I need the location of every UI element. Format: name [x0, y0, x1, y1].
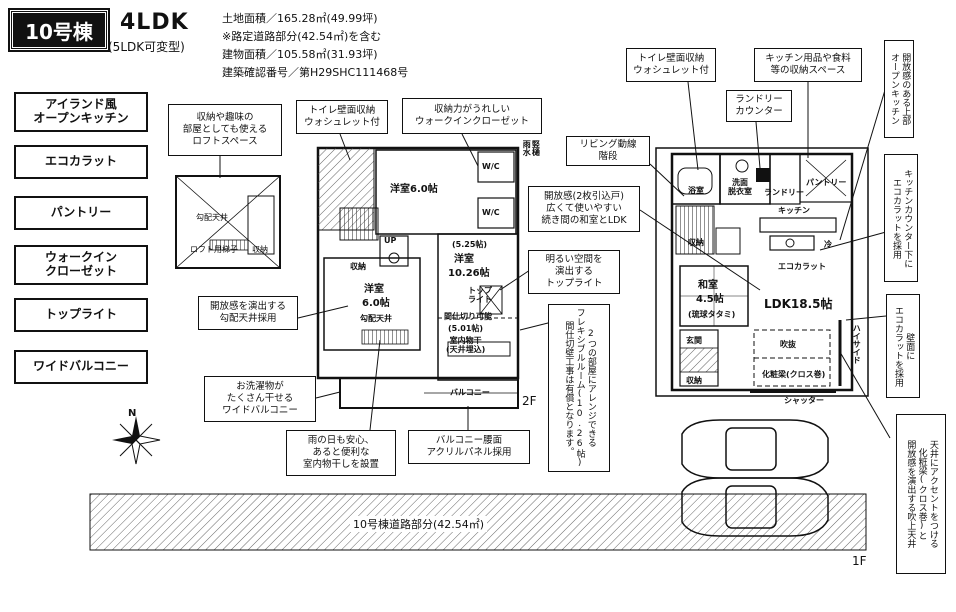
- wic-b-label: W/C: [482, 208, 500, 217]
- loft-hatch-label: ロフト用梯子: [190, 245, 238, 254]
- western-room-a-label: 洋室6.0帖: [390, 184, 438, 195]
- laundry-label: ランドリー: [764, 188, 804, 197]
- callout-open-washitsu: 開放感(2枚引込戸) 広くて使いやすい 続き間の和室とLDK: [528, 186, 640, 232]
- callout-balcony: お洗濯物が たくさん干せる ワイドバルコニー: [204, 376, 316, 422]
- callout-ceiling: 開放感を演出する 勾配天井採用: [198, 296, 298, 330]
- feature-walkin-closet: ウォークイン クローゼット: [14, 245, 148, 285]
- balcony-label: バルコニー: [450, 388, 490, 397]
- floor1-label: 1F: [852, 554, 867, 568]
- drain-label: 竪樋 雨水: [522, 140, 541, 156]
- eco-label-1f: エコカラット: [778, 262, 826, 271]
- callout-balcony-panel: バルコニー腰面 アクリルパネル採用: [408, 430, 530, 464]
- floor2-label: 2F: [522, 394, 537, 408]
- western-room-b-name: 洋室: [364, 284, 384, 295]
- indoor-dryer-label: 室内物干 (天井埋込): [446, 336, 486, 355]
- washitsu-sub: (琉球タタミ): [688, 310, 736, 319]
- callout-wic: 収納力がうれしい ウォークインクローゼット: [402, 98, 542, 134]
- bath-label: 浴室: [688, 186, 704, 195]
- callout-wall-eco: 壁面に エコカラットを採用: [886, 294, 920, 398]
- setback-label: 10号棟道路部分(42.54㎡): [350, 516, 488, 532]
- western-room-c-name: 洋室: [454, 254, 474, 265]
- stairs-up-label: UP: [384, 236, 397, 245]
- callout-living-stairs: リビング動線 階段: [566, 136, 650, 166]
- western-room-b-size: 6.0帖: [362, 298, 390, 309]
- western-room-b-ceiling: 勾配天井: [360, 314, 392, 323]
- washitsu-name: 和室: [698, 280, 718, 291]
- pantry-label: パントリー: [806, 178, 847, 187]
- land-area: 土地面積／165.28㎡(49.99坪): [222, 12, 378, 25]
- compass-north-label: N: [128, 408, 137, 419]
- floor2-plan: [316, 146, 520, 409]
- wic-a-label: W/C: [482, 162, 500, 171]
- leader-lines: [219, 79, 891, 439]
- feature-pantry: パントリー: [14, 196, 148, 230]
- feature-island-kitchen: アイランド風 オープンキッチン: [14, 92, 148, 132]
- fukinuke-label: 吹抜: [780, 340, 796, 349]
- compass-rose: [112, 416, 161, 465]
- callout-toilet-1f: トイレ壁面収納 ウォシュレット付: [626, 48, 716, 82]
- western-room-c-alt: (5.25帖): [452, 240, 488, 249]
- feature-ecocarat: エコカラット: [14, 145, 148, 179]
- partition-label: 間仕切り可能: [444, 312, 492, 321]
- callout-toilet-2f: トイレ壁面収納 ウォシュレット付: [296, 100, 388, 134]
- layout-type: 4LDK: [120, 10, 189, 35]
- highside-label: ハイサイド: [852, 324, 862, 364]
- entry-storage-label: 収納: [686, 376, 702, 385]
- permit-number: 建築確認番号／第H29SHC111468号: [222, 66, 409, 79]
- callout-open-kitchen: 開放感のある上部 オープンキッチン: [884, 40, 914, 138]
- skylight-label: トップ ライト: [468, 286, 492, 305]
- lot-badge: 10号棟: [8, 8, 110, 52]
- layout-variant: (5LDK可変型): [108, 40, 185, 54]
- callout-rain: 雨の日も安心、 あると便利な 室内物干しを設置: [286, 430, 396, 476]
- fridge-label: 冷: [824, 240, 832, 249]
- beam-label: 化粧梁(クロス巻): [762, 370, 826, 379]
- callout-loft: 収納や趣味の 部屋としても使える ロフトスペース: [168, 104, 282, 156]
- feature-skylight: トップライト: [14, 298, 148, 332]
- storage-2f-label: 収納: [350, 262, 366, 271]
- callout-laundry-counter: ランドリー カウンター: [726, 90, 792, 122]
- washroom-label: 洗面 脱衣室: [728, 178, 752, 197]
- callout-accent-ceiling: 天井にアクセントをつける 化粧梁(クロス巻)と 開放感を演出する吹上天井: [896, 414, 946, 574]
- callout-kitchen-eco: キッチンカウンター下に エコカラットを採用: [884, 154, 918, 282]
- western-room-c-size: 10.26帖: [448, 268, 490, 279]
- partition-alt-label: (5.01帖): [448, 324, 484, 333]
- entrance-label: 玄関: [686, 336, 702, 345]
- feature-wide-balcony: ワイドバルコニー: [14, 350, 148, 384]
- setback-note: ※路定道路部分(42.54㎡)を含む: [222, 30, 382, 43]
- loft-plan: [175, 175, 281, 269]
- callout-skylight: 明るい空間を 演出する トップライト: [528, 250, 620, 294]
- parking-cars: [681, 419, 829, 537]
- floor1-plan: [655, 147, 869, 397]
- storage-1f-label: 収納: [688, 238, 704, 247]
- washitsu-size: 4.5帖: [696, 294, 724, 305]
- building-area: 建物面積／105.58㎡(31.93坪): [222, 48, 378, 61]
- ldk-label: LDK18.5帖: [764, 297, 833, 311]
- shutter-label: シャッター: [784, 396, 824, 405]
- callout-flex-room: 2つの部屋にアレンジできる フレキシブルルーム(10.26帖) 間仕切壁工事は有…: [548, 304, 610, 472]
- kitchen-label: キッチン: [778, 206, 810, 215]
- callout-kitchen-storage: キッチン用品や食料 等の収納スペース: [754, 48, 862, 82]
- loft-storage-label: 収納: [252, 245, 268, 254]
- loft-ceiling-label: 勾配天井: [196, 213, 228, 222]
